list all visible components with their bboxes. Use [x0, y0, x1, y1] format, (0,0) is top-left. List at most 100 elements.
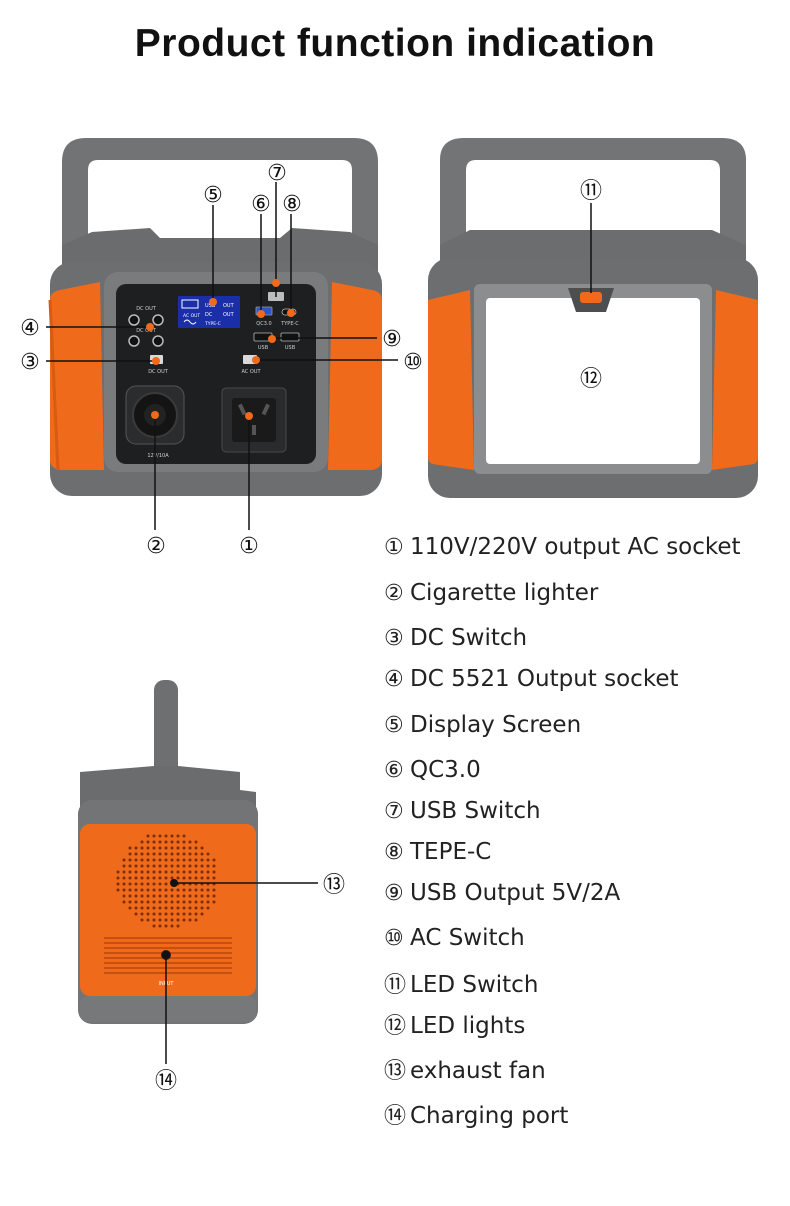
side-bottom: [80, 996, 256, 1022]
grille-hole: [194, 906, 198, 910]
grille-hole: [212, 876, 216, 880]
grille-hole: [206, 870, 210, 874]
grille-hole: [170, 912, 174, 916]
grille-hole: [188, 846, 192, 850]
callout-lines: [46, 182, 592, 1064]
grille-hole: [128, 888, 132, 892]
grille-hole: [200, 888, 204, 892]
grille-hole: [152, 894, 156, 898]
grille-hole: [200, 864, 204, 868]
legend-num: ⑭: [384, 1104, 407, 1129]
grille-hole: [122, 894, 126, 898]
grille-hole: [152, 846, 156, 850]
grille-hole: [116, 870, 120, 874]
grille-hole: [164, 894, 168, 898]
grille-hole: [170, 852, 174, 856]
grille-hole: [182, 852, 186, 856]
screen-out-2: OUT: [223, 312, 235, 318]
grille-hole: [116, 882, 120, 886]
callout-13: ⑬: [323, 873, 345, 898]
grille-hole: [140, 864, 144, 868]
grille-hole: [128, 906, 132, 910]
grille-hole: [158, 882, 162, 886]
grille-hole: [194, 852, 198, 856]
battery-icon: [181, 299, 199, 309]
grille-hole: [152, 900, 156, 904]
legend-text: QC3.0: [410, 757, 481, 783]
grille-hole: [170, 858, 174, 862]
page-title: Product function indication: [134, 22, 656, 65]
grille-hole: [176, 900, 180, 904]
grille-hole: [140, 840, 144, 844]
grille-hole: [176, 864, 180, 868]
grille-hole: [158, 888, 162, 892]
callout-6: ⑥: [251, 192, 271, 217]
grille-hole: [164, 864, 168, 868]
grille-hole: [170, 840, 174, 844]
dc-socket-4: [152, 335, 164, 347]
grille-hole: [194, 918, 198, 922]
grille-hole: [194, 876, 198, 880]
grille-hole: [158, 876, 162, 880]
legend-text: exhaust fan: [410, 1058, 546, 1084]
grille-hole: [206, 852, 210, 856]
callout-3: ③: [20, 350, 40, 375]
callout-1: ①: [239, 534, 259, 559]
grille-hole: [140, 894, 144, 898]
side-view: INPUT: [78, 680, 258, 1024]
grille-hole: [140, 888, 144, 892]
grille-hole: [158, 906, 162, 910]
usb-port-2: [280, 332, 300, 342]
grille-hole: [140, 912, 144, 916]
grille-hole: [128, 894, 132, 898]
ac-socket-face: [232, 398, 276, 442]
grille-hole: [188, 918, 192, 922]
callout-12: ⑫: [580, 367, 602, 392]
grille-hole: [122, 900, 126, 904]
grille-hole: [176, 924, 180, 928]
grille-hole: [164, 840, 168, 844]
legend-num: ④: [384, 667, 404, 692]
grille-hole: [146, 888, 150, 892]
grille-hole: [182, 918, 186, 922]
legend-text: 110V/220V output AC socket: [410, 534, 741, 560]
grille-hole: [176, 918, 180, 922]
grille-hole: [128, 870, 132, 874]
grille-hole: [164, 900, 168, 904]
grille-hole: [152, 912, 156, 916]
dc-out-label-mid: DC OUT: [136, 328, 157, 334]
legend-text: Cigarette lighter: [410, 580, 599, 606]
grille-hole: [194, 846, 198, 850]
grille-hole: [188, 876, 192, 880]
grille-hole: [146, 906, 150, 910]
grille-hole: [146, 882, 150, 886]
legend-text: USB Output 5V/2A: [410, 880, 621, 906]
legend-num: ⑨: [384, 881, 404, 906]
grille-hole: [170, 924, 174, 928]
grille-hole: [188, 912, 192, 916]
grille-hole: [170, 918, 174, 922]
grille-hole: [182, 894, 186, 898]
screen-out-1: OUT: [223, 303, 235, 309]
grille-hole: [194, 870, 198, 874]
grille-hole: [176, 870, 180, 874]
grille-hole: [116, 876, 120, 880]
grille-hole: [152, 864, 156, 868]
callout-7: ⑦: [267, 161, 287, 186]
grille-hole: [170, 834, 174, 838]
grille-hole: [194, 858, 198, 862]
grille-hole: [122, 882, 126, 886]
legend-text: Display Screen: [410, 712, 582, 738]
grille-hole: [134, 900, 138, 904]
grille-hole: [122, 864, 126, 868]
grille-hole: [146, 900, 150, 904]
grille-hole: [122, 888, 126, 892]
back-handle: [440, 138, 746, 252]
grille-hole: [188, 870, 192, 874]
ac-wave-icon: [183, 319, 197, 325]
